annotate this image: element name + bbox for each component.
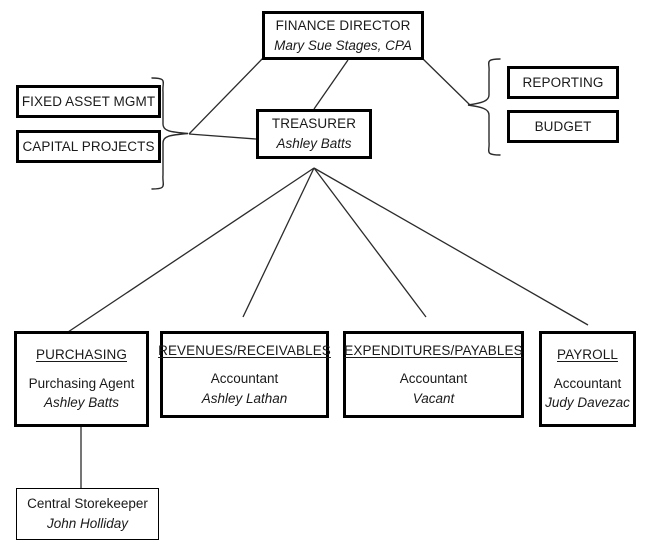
connector-treasurer-to-revenues (242, 167, 315, 318)
fixed-asset-mgmt-title: FIXED ASSET MGMT (21, 93, 156, 109)
connector-finance-director-to-left-brace (188, 55, 266, 135)
connector-finance-director-to-treasurer (313, 59, 349, 110)
finance-director-person: Mary Sue Stages, CPA (274, 37, 412, 53)
central-storekeeper-person: John Holliday (46, 516, 129, 531)
payroll-person: Judy Davezac (545, 395, 630, 411)
budget-title: BUDGET (534, 118, 592, 134)
node-fixed-asset-mgmt[interactable]: FIXED ASSET MGMT (16, 85, 161, 118)
central-storekeeper-role: Central Storekeeper (27, 496, 148, 512)
capital-projects-title: CAPITAL PROJECTS (22, 138, 155, 154)
connector-treasurer-to-purchasing (67, 167, 315, 333)
node-purchasing[interactable]: PURCHASING Purchasing Agent Ashley Batts (14, 331, 149, 427)
connector-treasurer-to-left-brace (188, 133, 257, 140)
node-finance-director[interactable]: FINANCE DIRECTOR Mary Sue Stages, CPA (262, 11, 424, 60)
node-payroll[interactable]: PAYROLL Accountant Judy Davezac (539, 331, 636, 427)
revenues-receivables-role: Accountant (210, 371, 279, 387)
revenues-receivables-person: Ashley Lathan (201, 390, 288, 406)
connector-treasurer-to-expenditures (313, 167, 427, 318)
expenditures-payables-role: Accountant (399, 371, 468, 387)
expenditures-payables-title: EXPENDITURES/PAYABLES (344, 342, 523, 358)
connector-finance-director-to-right-brace (420, 56, 471, 106)
right-brace (467, 58, 501, 156)
purchasing-title: PURCHASING (35, 347, 127, 363)
node-central-storekeeper[interactable]: Central Storekeeper John Holliday (16, 488, 159, 540)
revenues-receivables-title: REVENUES/RECEIVABLES (158, 342, 331, 358)
node-reporting[interactable]: REPORTING (507, 66, 619, 99)
finance-director-title: FINANCE DIRECTOR (275, 17, 411, 33)
payroll-title: PAYROLL (557, 347, 618, 363)
treasurer-title: TREASURER (271, 116, 357, 132)
node-capital-projects[interactable]: CAPITAL PROJECTS (16, 130, 161, 163)
purchasing-role: Purchasing Agent (28, 375, 135, 391)
expenditures-payables-person: Vacant (412, 390, 455, 406)
node-treasurer[interactable]: TREASURER Ashley Batts (256, 109, 372, 159)
reporting-title: REPORTING (522, 74, 604, 90)
node-expenditures-payables[interactable]: EXPENDITURES/PAYABLES Accountant Vacant (343, 331, 524, 418)
node-budget[interactable]: BUDGET (507, 110, 619, 143)
treasurer-person: Ashley Batts (276, 136, 352, 151)
payroll-role: Accountant (553, 375, 622, 391)
connector-treasurer-to-payroll (313, 167, 589, 326)
node-revenues-receivables[interactable]: REVENUES/RECEIVABLES Accountant Ashley L… (158, 331, 331, 418)
purchasing-person: Ashley Batts (43, 395, 120, 411)
